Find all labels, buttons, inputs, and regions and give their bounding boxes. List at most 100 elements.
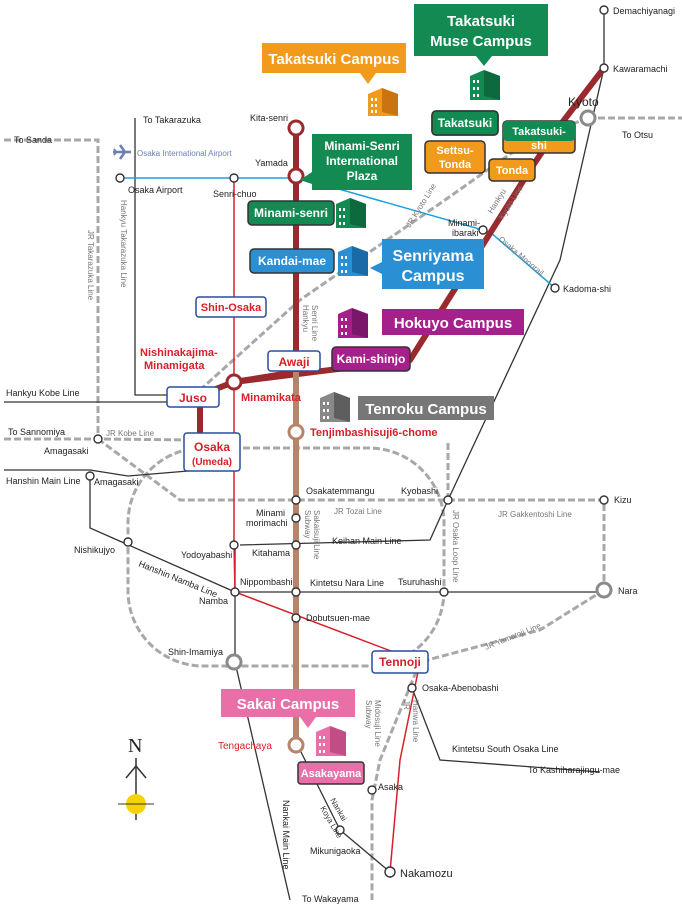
kamishinjo-label: Kami-shinjo: [337, 352, 406, 366]
kandaimae-label: Kandai-mae: [258, 254, 326, 268]
label-kyobashi: Kyobashi: [401, 486, 438, 496]
label-minamiibaraki-2: ibaraki: [452, 228, 479, 238]
label-keihan-main: Keihan Main Line: [332, 536, 402, 546]
label-osaka-monorail: Osaka Monorail: [497, 235, 546, 278]
tenjimbashisuji-station[interactable]: [287, 423, 305, 441]
kadomashi-station[interactable]: [550, 283, 560, 293]
label-jr-hanwa-1: JR: [402, 700, 411, 710]
label-kintetsu-nara: Kintetsu Nara Line: [310, 578, 384, 588]
minamisenri-plaza-label[interactable]: Minami-Senri International Plaza: [300, 134, 412, 190]
label-mikunigaoka: Mikunigaoka: [310, 846, 361, 856]
campus-labels: Takatsuki Campus Takatsuki Muse Campus M…: [221, 4, 548, 728]
kamishinjo-station-box[interactable]: Kami-shinjo: [331, 346, 411, 372]
boxed-stations: Takatsuki Takatsuki- shi Settsu- Tonda T…: [166, 110, 576, 785]
osaka-airport-station[interactable]: [115, 173, 125, 183]
demachiyanagi-station[interactable]: [599, 5, 609, 15]
juso-label: Juso: [179, 391, 207, 405]
muse-campus-text-2: Muse Campus: [430, 33, 532, 50]
shinosaka-station-box[interactable]: Shin-Osaka: [195, 296, 267, 318]
minamiibaraki-station[interactable]: [478, 225, 488, 235]
kitahama-station[interactable]: [291, 540, 301, 550]
asaka-station[interactable]: [367, 785, 377, 795]
asakayama-station-box[interactable]: Asakayama: [297, 761, 365, 785]
building-icon: [338, 246, 368, 276]
settsu-tonda-station-box[interactable]: Settsu- Tonda: [424, 140, 486, 174]
label-asaka: Asaka: [378, 782, 403, 792]
tenroku-campus-label[interactable]: Tenroku Campus: [358, 396, 494, 420]
juso-station-box[interactable]: Juso: [166, 386, 220, 408]
label-jr-hanwa-2: Hanwa Line: [411, 700, 420, 743]
osaka-station-box[interactable]: Osaka (Umeda): [183, 432, 241, 472]
minamikata-station[interactable]: [225, 373, 243, 391]
label-osakaabenobashi: Osaka-Abenobashi: [422, 683, 499, 693]
label-subway-midosuji-2: Midosuji Line: [373, 700, 382, 747]
label-to-wakayama: To Wakayama: [302, 894, 359, 904]
label-dobutsuenmae: Dobutsuen-mae: [306, 613, 370, 623]
hokuyo-campus-label[interactable]: Hokuyo Campus: [382, 309, 524, 335]
label-jr-kobe: JR Kobe Line: [106, 429, 155, 438]
mikunigaoka-station[interactable]: [335, 825, 345, 835]
takatsukishi-label-1: Takatsuki-: [512, 126, 566, 138]
tengachaya-station[interactable]: [287, 736, 305, 754]
sakai-campus-label[interactable]: Sakai Campus: [221, 689, 355, 728]
label-nishikujyo: Nishikujyo: [74, 545, 115, 555]
kawaramachi-station[interactable]: [599, 63, 609, 73]
senrichuo-station[interactable]: [229, 173, 239, 183]
label-minamikata: Minamikata: [241, 392, 302, 404]
amagasaki-jr-station[interactable]: [93, 434, 103, 444]
nishikujyo-station[interactable]: [123, 537, 133, 547]
namba-station[interactable]: [230, 587, 240, 597]
shinimamiya-station[interactable]: [225, 653, 243, 671]
label-jr-takarazuka: JR Takarazuka Line: [86, 230, 95, 301]
subway-midosuji-line: [233, 176, 421, 873]
takatsuki-station-box[interactable]: Takatsuki: [431, 110, 499, 136]
kyobashi-station[interactable]: [443, 495, 453, 505]
kizu-station[interactable]: [599, 495, 609, 505]
label-osaka-airport: Osaka Airport: [128, 185, 183, 195]
asakayama-label: Asakayama: [301, 768, 362, 780]
tsuruhashi-station[interactable]: [439, 587, 449, 597]
tonda-station-box[interactable]: Tonda: [488, 158, 536, 182]
label-kawaramachi: Kawaramachi: [613, 64, 668, 74]
label-kadomashi: Kadoma-shi: [563, 284, 611, 294]
label-minamiibaraki-1: Minami-: [448, 218, 480, 228]
minamisenri-station-box[interactable]: Minami-senri: [247, 200, 335, 226]
takatsuki-station-label: Takatsuki: [438, 116, 492, 130]
hanshin-main-line: [4, 469, 201, 477]
compass-north-label: N: [128, 735, 142, 757]
jr-tozai-line: [97, 437, 448, 502]
airplane-icon: [113, 144, 131, 160]
tennoji-station-box[interactable]: Tennoji: [371, 650, 429, 674]
sakaisuji-station-markers: [287, 423, 305, 754]
station-labels: Demachiyanagi Kawaramachi Kyoto To Otsu …: [8, 6, 675, 904]
label-to-takarazuka: To Takarazuka: [143, 115, 201, 125]
minamimorimachi-station[interactable]: [291, 513, 301, 523]
label-jr-gakkentoshi: JR Gakkentoshi Line: [498, 510, 572, 519]
building-icon: [336, 198, 366, 228]
yamada-station[interactable]: [287, 167, 305, 185]
kandaimae-station-box[interactable]: Kandai-mae: [249, 248, 335, 274]
osakatemmangu-station[interactable]: [291, 495, 301, 505]
kyoto-station[interactable]: [579, 109, 597, 127]
settsu-label-2: Tonda: [439, 159, 472, 171]
label-subway-sakaisuji-2: Sakaisuji Line: [312, 510, 321, 560]
amagasaki-hs-station[interactable]: [85, 471, 95, 481]
line-labels: JR Takarazuka Line Hankyu Takarazuka Lin…: [6, 182, 572, 870]
nara-station[interactable]: [595, 581, 613, 599]
yodoyabashi-station[interactable]: [229, 540, 239, 550]
label-jr-tozai: JR Tozai Line: [334, 507, 382, 516]
dobutsuenmae-station[interactable]: [291, 613, 301, 623]
kitasenri-station[interactable]: [287, 119, 305, 137]
takatsuki-muse-campus-label[interactable]: Takatsuki Muse Campus: [414, 4, 548, 66]
takatsukishi-station-box[interactable]: Takatsuki- shi: [502, 120, 576, 154]
nakamozu-station[interactable]: [384, 866, 396, 878]
label-nankai-main: Nankai Main Line: [281, 800, 291, 870]
building-icon: [316, 726, 346, 756]
settsu-label-1: Settsu-: [436, 145, 474, 157]
nippombashi-station[interactable]: [291, 587, 301, 597]
osakaabenobashi-station[interactable]: [407, 683, 417, 693]
takatsuki-campus-label[interactable]: Takatsuki Campus: [262, 43, 406, 84]
awaji-station-box[interactable]: Awaji: [267, 350, 321, 372]
senriyama-campus-label[interactable]: Senriyama Campus: [370, 239, 484, 289]
label-kitasenri: Kita-senri: [250, 113, 288, 123]
